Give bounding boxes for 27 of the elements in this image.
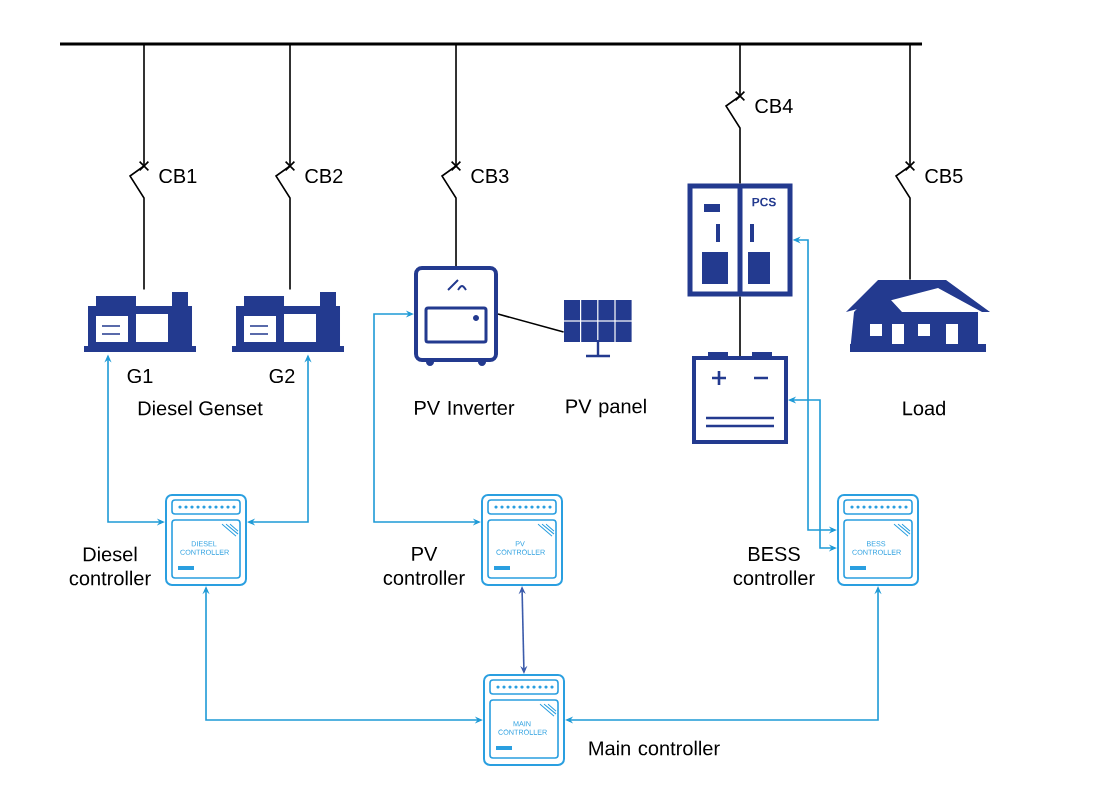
- edge-label: CB2: [302, 166, 346, 186]
- group-label: Diesel Genset: [138, 400, 263, 416]
- edge-label: CB3: [468, 166, 512, 186]
- generator-drawing: [232, 292, 344, 352]
- edge-label: CB4: [752, 96, 796, 116]
- device-label: G2: [269, 368, 295, 384]
- power-line: [739, 295, 741, 357]
- inverter-drawing: [414, 266, 498, 366]
- house-drawing: [846, 280, 990, 352]
- breaker-line: [128, 43, 150, 291]
- device-label: Diesel controller: [69, 546, 151, 586]
- breaker-line: [724, 43, 746, 185]
- device-label: PV Inverter: [415, 401, 515, 415]
- power-line: [497, 313, 565, 333]
- breaker-line: [274, 43, 296, 291]
- edge-label: CB5: [922, 166, 966, 186]
- device-label: Load: [903, 400, 945, 416]
- device-label: Main controller: [589, 740, 720, 756]
- device-label: PV panel: [566, 398, 646, 418]
- breaker-line: [440, 43, 462, 267]
- device-label: BESS controller: [733, 546, 815, 586]
- edge-label: CB1: [156, 166, 200, 186]
- device-label: PV controller: [383, 547, 465, 585]
- solar-panel-drawing: [564, 300, 632, 358]
- generator-drawing: [84, 292, 196, 352]
- battery-drawing: [692, 352, 788, 444]
- device-label: G1: [127, 368, 153, 384]
